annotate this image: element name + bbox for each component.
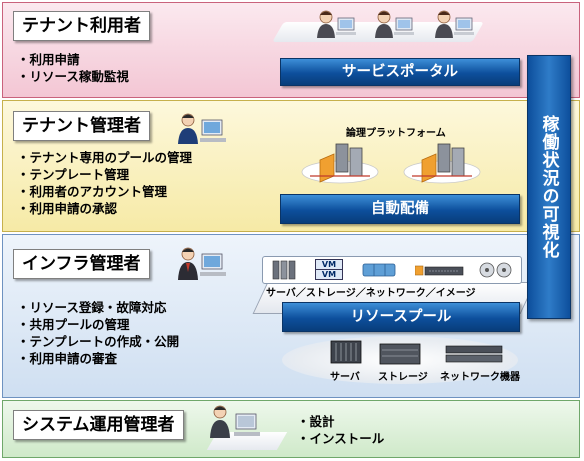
task-list-tenant-user: ・利用申請 ・リソース稼動監視 <box>17 51 129 85</box>
role-title-infra-admin: インフラ管理者 <box>13 249 150 279</box>
task-item: ・テンプレート管理 <box>17 167 130 182</box>
resource-type-panel: VM VM <box>262 256 522 284</box>
administrator-at-pc-icon <box>178 113 226 144</box>
resource-label-server: サーバ <box>330 372 360 383</box>
task-item: ・利用申請の審査 <box>17 351 118 366</box>
role-title-tenant-admin: テナント管理者 <box>13 111 150 141</box>
task-item: ・利用申請 <box>17 52 80 67</box>
band-system-admin: システム運用管理者 ・設計 ・インストール <box>2 400 580 458</box>
task-item: ・リソース登録・故障対応 <box>17 300 167 315</box>
vm-label: VM <box>315 270 343 280</box>
task-item: ・共用プールの管理 <box>17 317 130 332</box>
auto-deploy-bar: 自動配備 <box>280 194 520 224</box>
user-at-pc-icon <box>375 10 414 38</box>
role-title-system-admin: システム運用管理者 <box>13 410 184 440</box>
task-item: ・利用者のアカウント管理 <box>17 184 168 199</box>
resource-pool-bar: リソースプール <box>282 302 520 332</box>
vm-label: VM <box>315 259 343 270</box>
task-item: ・リソース稼動監視 <box>17 69 129 84</box>
task-item: ・利用申請の承認 <box>17 201 118 216</box>
task-list-tenant-admin: ・テナント専用のプールの管理 ・テンプレート管理 ・利用者のアカウント管理 ・利… <box>17 149 192 217</box>
storage-array-icon <box>379 343 421 365</box>
service-portal-bar: サービスポータル <box>280 58 520 86</box>
blade-server-icon <box>330 340 362 364</box>
logical-platform-label: 論理プラットフォーム <box>346 128 446 139</box>
storage-icon <box>362 263 396 277</box>
logical-platform-icon <box>403 143 481 184</box>
task-item: ・テナント専用のプールの管理 <box>17 150 193 165</box>
user-at-pc-icon <box>435 10 474 38</box>
network-switch-icon <box>415 265 464 276</box>
resource-type-caption: サーバ／ストレージ／ネットワーク／イメージ <box>266 288 476 299</box>
task-item: ・インストール <box>297 431 385 446</box>
operation-visualization-label: 稼働状況の可視化 <box>538 115 559 259</box>
task-item: ・設計 <box>297 414 335 429</box>
band-tenant-user: テナント利用者 ・利用申請 ・リソース稼動監視 <box>2 2 580 98</box>
resource-label-storage: ストレージ <box>378 372 428 383</box>
infra-administrator-icon <box>178 247 226 280</box>
task-list-infra-admin: ・リソース登録・故障対応 ・共用プールの管理 ・テンプレートの作成・公開 ・利用… <box>17 299 179 367</box>
operation-visualization-bar: 稼働状況の可視化 <box>527 55 571 319</box>
task-item: ・テンプレートの作成・公開 <box>17 334 180 349</box>
user-at-pc-icon <box>317 10 356 38</box>
virtual-machine-icon: VM VM <box>315 259 343 280</box>
system-operator-icon <box>210 405 260 438</box>
disk-image-icon <box>479 262 512 278</box>
task-list-system-admin: ・設計 ・インストール <box>297 413 384 447</box>
logical-platform-icon <box>301 143 379 184</box>
resource-label-network: ネットワーク機器 <box>440 372 520 383</box>
role-title-tenant-user: テナント利用者 <box>13 11 150 41</box>
network-device-icon <box>445 345 503 363</box>
server-rack-icon <box>272 260 296 280</box>
